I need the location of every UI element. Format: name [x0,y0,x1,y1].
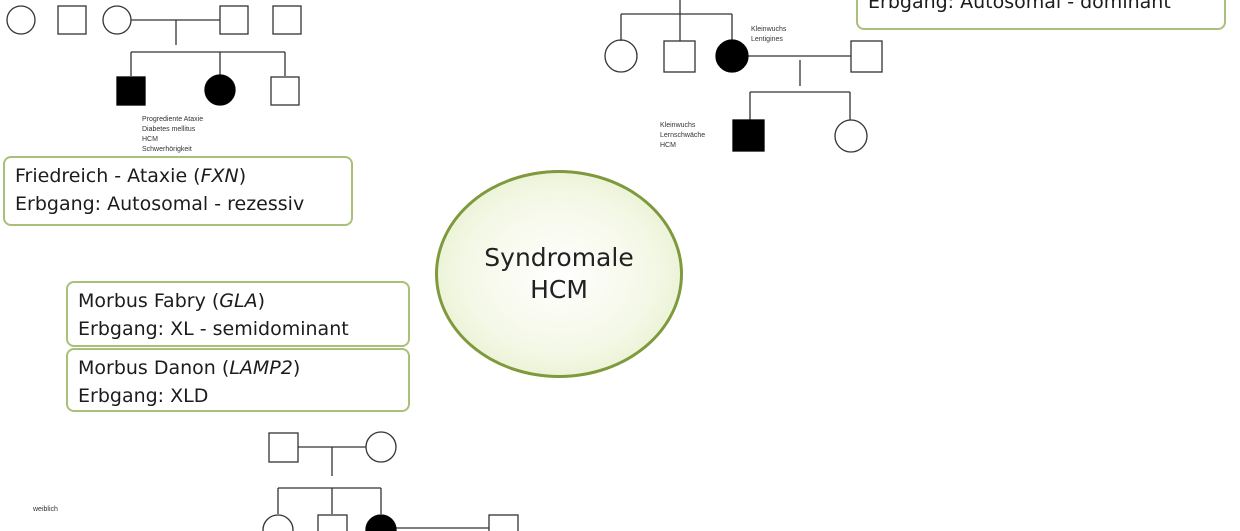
friedreich-inheritance: Erbgang: Autosomal - rezessiv [15,193,305,215]
symptom: Lentigines [751,36,783,43]
gene-name: GLA [219,290,258,312]
bottom-mother [365,431,397,463]
disease-name: Morbus Fabry ( [78,290,220,312]
symptom: Lernschwäche [660,132,706,139]
syndromic-hcm-ellipse: Syndromale HCM [435,170,683,378]
center-title-line1: Syndromale [484,243,634,272]
danon-box: Morbus Danon (LAMP2) Erbgang: XLD [66,348,410,412]
paren-close: ) [257,290,266,312]
top-right-spouse [850,40,883,73]
side-label: weiblich [33,506,58,513]
noonan-mother-symptoms: Kleinwuchs Lentigines [751,25,786,45]
symptom: Schwerhörigkeit [142,146,192,153]
fabry-inheritance: Erbgang: XL - semidominant [78,318,349,340]
bottom-child-female-1 [262,514,294,531]
symptom: HCM [142,136,158,143]
noonan-inheritance: Erbgang: Autosomal - dominant [868,0,1171,13]
gene-name: LAMP2 [229,357,293,379]
top-left-male-3 [272,5,302,35]
noonan-child-symptoms: Kleinwuchs Lernschwäche HCM [660,121,705,151]
bottom-child-female-affected [365,514,397,531]
friedreich-title: Friedreich - Ataxie (FXN) [15,162,341,190]
danon-side-text: weiblich [33,505,58,515]
paren-close: ) [292,357,301,379]
top-right-female-1 [604,39,638,73]
symptom: HCM [660,142,676,149]
symptom: Progrediente Ataxie [142,116,204,123]
bottom-spouse [488,514,519,531]
top-right-child-male-affected [732,119,765,152]
top-left-child-male-3 [270,76,300,106]
symptom: Kleinwuchs [660,122,696,129]
disease-name: Morbus Danon ( [78,357,230,379]
bottom-father [268,432,299,463]
symptom: Kleinwuchs [751,26,787,33]
top-right-child-female [834,119,868,153]
friedreich-box: Friedreich - Ataxie (FXN) Erbgang: Autos… [3,156,353,226]
top-right-male-1 [663,40,696,73]
noonan-box: Erbgang: Autosomal - dominant [856,0,1226,30]
gene-name: FXN [200,165,239,187]
top-left-female-1 [6,5,36,35]
top-left-child-female-affected [204,74,236,106]
top-left-child-male-affected [116,76,146,106]
top-left-female-2 [102,5,132,35]
fabry-box: Morbus Fabry (GLA) Erbgang: XL - semidom… [66,281,410,347]
top-right-female-affected [715,39,749,73]
fabry-title: Morbus Fabry (GLA) [78,287,398,315]
danon-inheritance: Erbgang: XLD [78,385,209,407]
top-left-male-1 [57,5,87,35]
bottom-child-male-1 [317,514,348,531]
paren-close: ) [238,165,247,187]
friedreich-symptom-list: Progrediente Ataxie Diabetes mellitus HC… [142,115,203,155]
danon-title: Morbus Danon (LAMP2) [78,354,398,382]
disease-name: Friedreich - Ataxie ( [15,165,201,187]
symptom: Diabetes mellitus [142,126,196,133]
center-title-line2: HCM [530,275,588,304]
top-left-male-2 [219,5,249,35]
